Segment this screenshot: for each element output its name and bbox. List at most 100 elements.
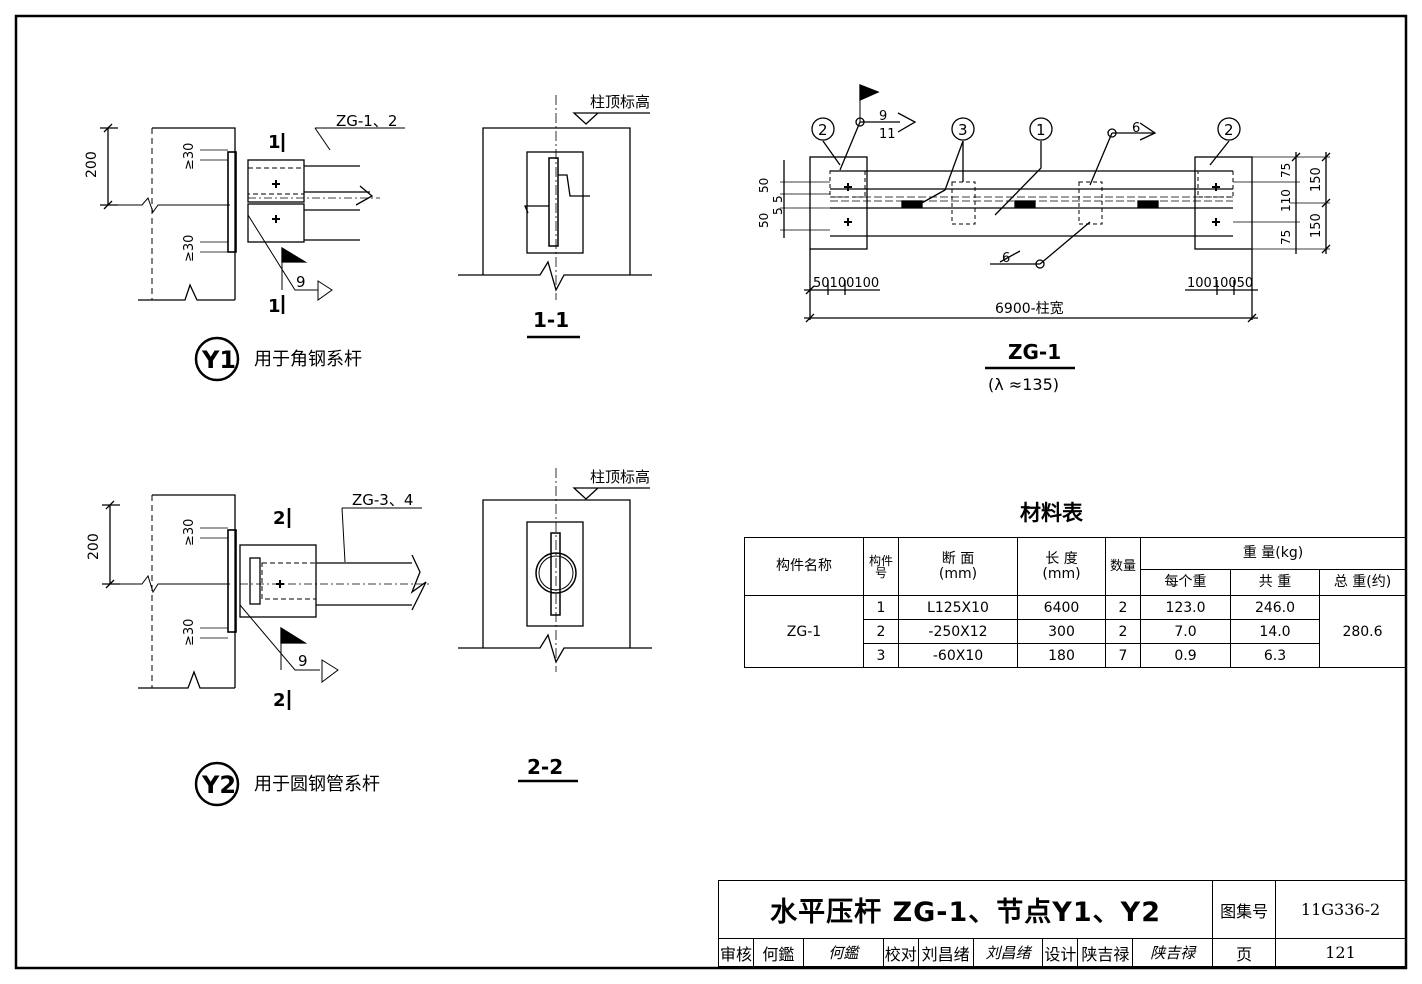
y2-dim-gap-top: ≥30 [182,519,197,546]
zg1-dim-right-110: 110 [1279,189,1293,212]
section-cell: L125X10 [898,595,1018,620]
y1-section-mark-top: 1 [268,132,281,153]
node-y2-labels: ZG-3、4 200 ≥30 ≥30 9 2 2 Y2 用于圆钢管系杆 [86,491,413,807]
section-2-2-labels: 柱顶标高 2-2 [518,468,650,783]
y1-dim-200: 200 [84,151,100,178]
member-name-cell: ZG-1 [744,595,864,668]
zg1-part-3-circle [951,117,975,141]
part-no-cell: 1 [863,595,899,620]
zg1-elevation [780,84,1331,323]
y2-dim-gap-bottom: ≥30 [182,619,197,646]
header-total-weight: 共 重 [1230,569,1320,596]
each-weight-cell: 7.0 [1140,619,1231,644]
zg1-dim-left-5b: 5 [771,207,785,215]
part-no-cell: 2 [863,619,899,644]
check-label: 校对 [882,938,919,967]
header-length-label: 长 度 [1045,550,1078,567]
header-each-weight: 每个重 [1140,569,1231,596]
each-weight-cell: 123.0 [1140,595,1231,620]
y2-circle-id: Y2 [201,771,236,799]
node-y2-detail [102,494,430,710]
zg1-weld-6-bottom: 6 [1002,251,1010,266]
page-number: 121 [1275,938,1406,967]
qty-cell: 7 [1105,643,1141,668]
zg1-part-2-right-circle [1217,117,1241,141]
zg1-dim-bottom-right: 10010050 [1187,276,1253,291]
zg1-dim-overall: 6900-柱宽 [995,300,1064,317]
length-cell: 6400 [1017,595,1106,620]
y1-circle-id: Y1 [201,346,236,374]
zg1-weld-top-num: 9 [879,109,887,124]
total-weight-cell: 246.0 [1230,595,1320,620]
drawing-frame [14,14,1408,970]
section-2-2-view [458,468,652,672]
y1-circle-symbol [194,336,240,382]
zg1-dim-left-50b: 50 [757,213,771,228]
design-label: 设计 [1042,938,1079,967]
zg1-dim-bottom-left: 50100100 [813,276,879,291]
zg1-dim-right-150a: 150 [1309,167,1324,192]
page-label: 页 [1212,938,1277,967]
length-cell: 180 [1017,643,1106,668]
material-table-title: 材料表 [1020,501,1084,525]
zg1-weld-top-den: 11 [879,127,896,142]
designer-signature: 陕吉禄 [1132,938,1214,967]
reviewer-signature: 何鑑 [802,938,884,967]
y2-caption: 用于圆钢管系杆 [254,774,380,795]
zg1-part-2-left: 2 [818,121,828,139]
zg1-labels: 2 3 1 2 9 11 6 6 50 5 5 50 75 110 75 150… [757,109,1324,394]
title-block: 水平压杆 ZG-1、节点Y1、Y2 图集号 11G336-2 审核 何鑑 何鑑 … [717,880,1406,967]
zg1-part-1-circle [1029,117,1053,141]
y2-dim-200: 200 [86,533,102,560]
zg1-subtitle: (λ ≈135) [988,375,1059,394]
atlas-number: 11G336-2 [1275,880,1406,939]
header-section-unit: (mm) [938,565,978,582]
y2-zg-label: ZG-3、4 [352,491,413,509]
node-y1-labels: ZG-1、2 200 ≥30 ≥30 9 1 1 Y1 用于角钢系杆 [84,112,397,382]
zg1-dim-left-5a: 5 [771,195,785,203]
section-1-1-title: 1-1 [533,308,569,332]
y1-section-mark-bottom: 1 [268,296,281,317]
header-length: 长 度 (mm) [1017,537,1106,596]
review-label: 审核 [718,938,754,967]
zg1-dim-right-75a: 75 [1279,163,1293,178]
header-part-no: 构件号 [863,537,899,596]
length-cell: 300 [1017,619,1106,644]
section-1-1-view [458,95,652,300]
total-weight-cell: 14.0 [1230,619,1320,644]
material-table: 构件名称 构件号 断 面 (mm) 长 度 (mm) 数量 重 量(kg) 每个… [744,537,1406,668]
zg1-part-3: 3 [958,121,968,139]
part-no-cell: 3 [863,643,899,668]
zg1-dim-right-75b: 75 [1279,230,1293,245]
y1-dim-gap-bottom: ≥30 [182,235,197,262]
zg1-weld-6-top: 6 [1132,121,1140,136]
section-1-1-elevation: 柱顶标高 [590,93,650,111]
y1-caption: 用于角钢系杆 [254,349,362,370]
qty-cell: 2 [1105,595,1141,620]
y1-zg-label: ZG-1、2 [336,112,397,130]
reviewer-name: 何鑑 [752,938,804,967]
header-section: 断 面 (mm) [898,537,1018,596]
qty-cell: 2 [1105,619,1141,644]
checker-name: 刘昌绪 [917,938,974,967]
section-1-1-labels: 柱顶标高 1-1 [527,93,650,339]
designer-name: 陕吉禄 [1077,938,1134,967]
table-row: 3 -60X10 180 7 0.9 6.3 [745,643,1406,668]
section-cell: -250X12 [898,619,1018,644]
y2-section-mark-top: 2 [273,508,286,529]
y2-circle-symbol [194,761,240,807]
header-grand-total: 总 重(约) [1319,569,1406,596]
y1-dim-gap-top: ≥30 [182,143,197,170]
drawing-title: 水平压杆 ZG-1、节点Y1、Y2 [717,880,1214,939]
section-2-2-title: 2-2 [527,755,563,779]
grand-total-cell: 280.6 [1319,595,1406,668]
y2-section-mark-bottom: 2 [273,690,286,711]
header-weight: 重 量(kg) [1140,537,1406,570]
checker-signature: 刘昌绪 [972,938,1044,967]
zg1-part-2-right: 2 [1224,121,1234,139]
total-weight-cell: 6.3 [1230,643,1320,668]
zg1-part-2-left-circle [811,117,835,141]
node-y1-detail [100,123,405,314]
y1-weld-size: 9 [296,273,306,291]
header-length-unit: (mm) [1042,565,1081,582]
